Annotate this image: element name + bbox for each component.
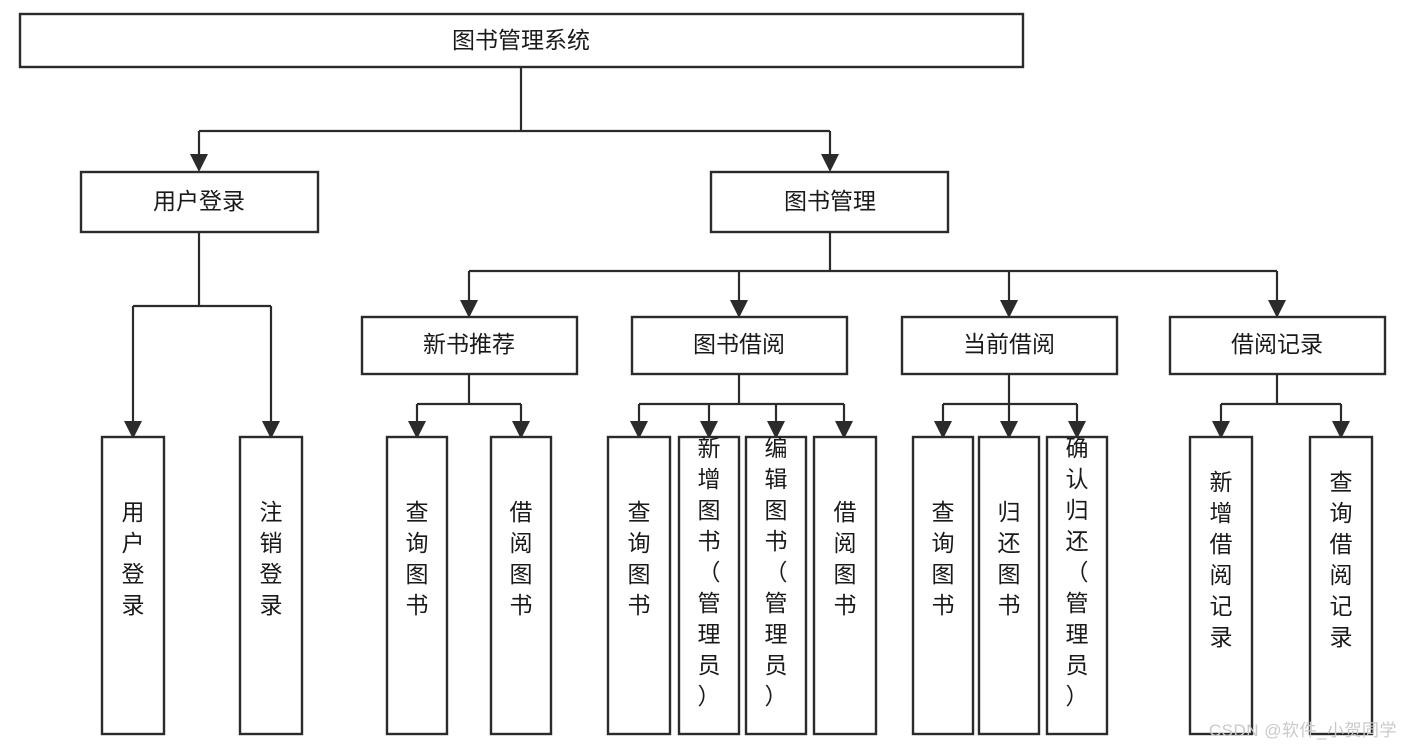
node-records-label: 借阅记录: [1231, 331, 1323, 357]
node-leaf-8-label: 借阅图书: [834, 499, 857, 618]
leaf-nodes-layer: 用户登录 注销登录 查询图书 借阅图书 查询图书 新增图书（管理员）: [100, 435, 1374, 736]
arrow-to-borrow: [730, 300, 748, 318]
connector-current-to-leaves: [941, 375, 1079, 421]
node-leaf-9[interactable]: 查询图书: [911, 435, 975, 736]
node-leaf-6-box[interactable]: [677, 435, 741, 736]
node-bookmgmt[interactable]: 图书管理: [709, 170, 950, 234]
node-leaf-6-label: 新增图书（管理员）: [698, 435, 721, 709]
arrow-to-records: [1268, 300, 1286, 318]
node-leaf-11-label: 确认归还（管理员）: [1066, 435, 1089, 709]
connector-root-to-level2: [197, 67, 832, 154]
node-leaf-11[interactable]: 确认归还（管理员）: [1045, 435, 1109, 736]
node-borrow[interactable]: 图书借阅: [630, 315, 849, 376]
node-leaf-4-box[interactable]: [489, 435, 553, 736]
node-leaf-8-box[interactable]: [812, 435, 878, 736]
node-bookmgmt-label: 图书管理: [784, 188, 876, 214]
node-leaf-2-label: 注销登录: [260, 499, 283, 618]
node-leaf-13-label: 查询借阅记录: [1330, 469, 1353, 650]
node-borrow-label: 图书借阅: [693, 331, 785, 357]
node-leaf-5[interactable]: 查询图书: [606, 435, 672, 736]
connector-borrow-to-leaves: [637, 375, 846, 421]
node-leaf-2[interactable]: 注销登录: [238, 435, 304, 736]
node-leaf-3-box[interactable]: [385, 435, 449, 736]
node-leaf-3-label: 查询图书: [406, 499, 429, 618]
node-leaf-13[interactable]: 查询借阅记录: [1308, 435, 1374, 736]
node-leaf-10[interactable]: 归还图书: [977, 435, 1041, 736]
node-login-label: 用户登录: [153, 188, 245, 214]
node-records[interactable]: 借阅记录: [1168, 315, 1387, 376]
node-newbook[interactable]: 新书推荐: [360, 315, 579, 376]
node-leaf-10-label: 归还图书: [998, 499, 1021, 618]
node-leaf-10-box[interactable]: [977, 435, 1041, 736]
node-bookmgmt-box[interactable]: [709, 170, 950, 234]
connector-newbook-to-leaves: [415, 375, 523, 421]
connector-records-to-leaves: [1219, 375, 1343, 421]
node-leaf-12-box[interactable]: [1188, 435, 1254, 736]
node-borrow-box[interactable]: [630, 315, 849, 376]
node-leaf-12[interactable]: 新增借阅记录: [1188, 435, 1254, 736]
node-leaf-13-box[interactable]: [1308, 435, 1374, 736]
connector-bookmgmt-to-level3: [467, 232, 1279, 300]
node-login-box[interactable]: [79, 170, 320, 234]
node-current-box[interactable]: [900, 315, 1119, 376]
node-leaf-4[interactable]: 借阅图书: [489, 435, 553, 736]
node-current[interactable]: 当前借阅: [900, 315, 1119, 376]
node-leaf-1-label: 用户登录: [122, 499, 145, 618]
node-login[interactable]: 用户登录: [79, 170, 320, 234]
connector-layer: [124, 67, 1350, 439]
node-leaf-5-box[interactable]: [606, 435, 672, 736]
node-leaf-1-box[interactable]: [100, 435, 166, 736]
node-root-label: 图书管理系统: [452, 27, 590, 53]
node-leaf-1[interactable]: 用户登录: [100, 435, 166, 736]
node-records-box[interactable]: [1168, 315, 1387, 376]
node-root[interactable]: 图书管理系统: [18, 12, 1025, 69]
node-leaf-9-box[interactable]: [911, 435, 975, 736]
arrow-to-newbook: [460, 300, 478, 318]
node-newbook-label: 新书推荐: [423, 331, 515, 357]
arrow-to-current: [1000, 300, 1018, 318]
node-leaf-3[interactable]: 查询图书: [385, 435, 449, 736]
node-leaf-8[interactable]: 借阅图书: [812, 435, 878, 736]
node-leaf-9-label: 查询图书: [932, 499, 955, 618]
node-leaf-7[interactable]: 编辑图书（管理员）: [744, 435, 808, 736]
node-leaf-7-label: 编辑图书（管理员）: [765, 435, 788, 709]
node-newbook-box[interactable]: [360, 315, 579, 376]
connector-login-to-leaves: [131, 232, 273, 421]
node-leaf-7-box[interactable]: [744, 435, 808, 736]
node-root-box[interactable]: [18, 12, 1025, 69]
node-current-label: 当前借阅: [963, 331, 1055, 357]
node-leaf-12-label: 新增借阅记录: [1210, 469, 1233, 650]
node-leaf-11-box[interactable]: [1045, 435, 1109, 736]
node-leaf-6[interactable]: 新增图书（管理员）: [677, 435, 741, 736]
node-leaf-5-label: 查询图书: [628, 499, 651, 618]
node-leaf-4-label: 借阅图书: [510, 499, 533, 618]
arrow-to-login: [190, 154, 208, 172]
node-leaf-2-box[interactable]: [238, 435, 304, 736]
arrow-to-bookmgmt: [821, 154, 839, 172]
